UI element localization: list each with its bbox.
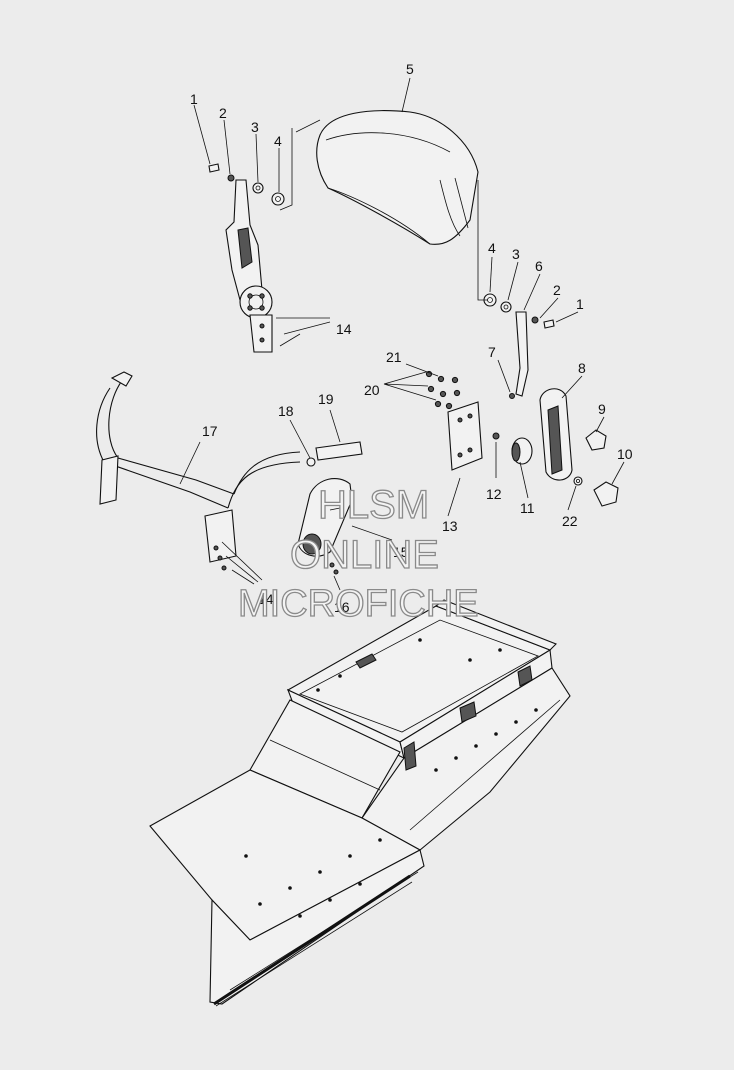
callout-15: 15: [393, 544, 409, 560]
left-backrest-bracket: [225, 179, 273, 353]
callout-18: 18: [278, 403, 294, 419]
backrest-pad: [316, 110, 479, 245]
right-grab-handle: [539, 388, 619, 507]
callout-2-left: 2: [219, 105, 227, 121]
center-bracket: [213, 478, 353, 575]
callout-labels: 1 2 3 4 5 4 3 6 2 1 7 8 9 10 11 12 13 14…: [190, 61, 633, 615]
watermark-line-1: HLSM: [318, 483, 429, 527]
callout-9: 9: [598, 401, 606, 417]
callout-19: 19: [318, 391, 334, 407]
callout-7: 7: [488, 344, 496, 360]
callout-4-left: 4: [274, 133, 282, 149]
left-fasteners: [208, 119, 321, 211]
callout-11: 11: [520, 500, 535, 516]
callout-1-right: 1: [576, 296, 584, 312]
callout-6: 6: [535, 258, 543, 274]
chassis-tunnel: [149, 599, 571, 1007]
callout-3-right: 3: [512, 246, 520, 262]
callout-20: 20: [364, 382, 380, 398]
callout-8: 8: [578, 360, 586, 376]
pulley-and-plate: [425, 370, 533, 471]
callout-16: 16: [334, 599, 350, 615]
grab-bar: [96, 371, 363, 563]
callout-1-left: 1: [190, 91, 198, 107]
callout-14-lower: 14: [258, 591, 274, 607]
callout-22: 22: [562, 513, 578, 529]
watermark: HLSM ONLINE MICROFICHE: [237, 482, 479, 625]
callout-4-right: 4: [488, 240, 496, 256]
right-fasteners: [477, 180, 555, 399]
watermark-line-3: MICROFICHE: [238, 583, 479, 625]
watermark-line-2: ONLINE: [290, 533, 439, 577]
callout-13: 13: [442, 518, 458, 534]
callout-2-right: 2: [553, 282, 561, 298]
callout-5: 5: [406, 61, 414, 77]
leader-lines: [179, 77, 625, 591]
callout-12: 12: [486, 486, 502, 502]
callout-10: 10: [617, 446, 633, 462]
callout-21: 21: [386, 349, 402, 365]
callout-17: 17: [202, 423, 218, 439]
callout-3-left: 3: [251, 119, 259, 135]
callout-14-upper: 14: [336, 321, 352, 337]
